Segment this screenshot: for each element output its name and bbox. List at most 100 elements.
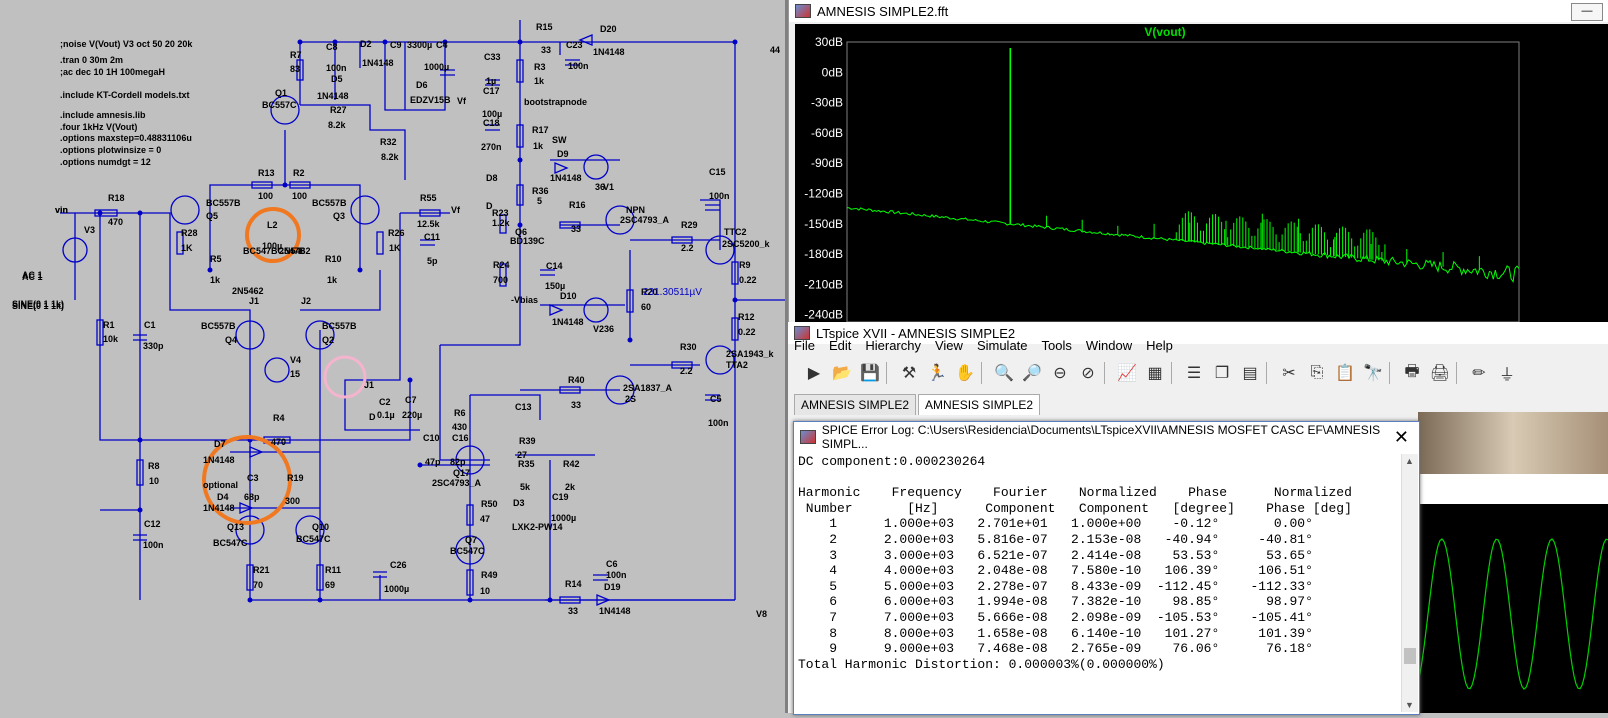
component-label[interactable]: 36	[595, 182, 605, 192]
component-label[interactable]: 2SC4793_A	[432, 478, 482, 488]
minimize-button[interactable]: —	[1571, 3, 1603, 21]
component-label[interactable]: R55	[420, 193, 437, 203]
component-label[interactable]: 83	[290, 64, 300, 74]
zoom-cancel-icon[interactable]: ⊘	[1081, 365, 1095, 382]
component-label[interactable]: D	[486, 201, 493, 211]
component-label[interactable]: 2.2	[680, 366, 693, 376]
spice-directive[interactable]: ;ac dec 10 1H 100megaH	[60, 67, 165, 77]
component-label[interactable]: R12	[738, 312, 755, 322]
zoom-in-icon[interactable]: 🔍	[994, 365, 1014, 382]
component-label[interactable]: AC 1	[22, 270, 43, 280]
component-label[interactable]: Q4	[225, 335, 237, 345]
component-label[interactable]: R18	[108, 193, 125, 203]
menu-edit[interactable]: Edit	[828, 338, 852, 353]
component-label[interactable]: 1N4148	[593, 47, 625, 57]
component-label[interactable]: 1.2k	[492, 218, 511, 228]
component-label[interactable]: Vf	[451, 205, 461, 215]
component-label[interactable]: 5	[537, 196, 542, 206]
component-label[interactable]: D9	[557, 149, 569, 159]
component-label[interactable]: R40	[568, 375, 585, 385]
component-label[interactable]: Q5	[206, 211, 218, 221]
component-label[interactable]: J1	[364, 380, 374, 390]
component-label[interactable]: BC547BC547B	[243, 246, 306, 256]
component-label[interactable]: R10	[325, 254, 342, 264]
component-label[interactable]: 100µ	[482, 109, 502, 119]
component-label[interactable]: 10	[149, 476, 159, 486]
component-label[interactable]: D10	[560, 291, 577, 301]
component-label[interactable]: C3	[247, 473, 259, 483]
spice-directive[interactable]: .options maxstep=0.48831106u	[60, 133, 192, 143]
component-label[interactable]: Q1	[275, 88, 287, 98]
component-label[interactable]: R39	[519, 436, 536, 446]
menu-window[interactable]: Window	[1085, 338, 1133, 353]
component-label[interactable]: R15	[536, 22, 553, 32]
run-figure-icon[interactable]: 🏃	[927, 365, 947, 382]
tile-horizontal-icon[interactable]: ☰	[1186, 365, 1202, 382]
component-label[interactable]: EDZV15B	[410, 95, 451, 105]
component-label[interactable]: 1N4148	[203, 455, 235, 465]
component-label[interactable]: D6	[416, 80, 428, 90]
component-label[interactable]: R21	[253, 565, 270, 575]
component-label[interactable]: 3300µ	[407, 40, 432, 50]
component-label[interactable]: C5	[710, 394, 722, 404]
menu-file[interactable]: File	[794, 338, 815, 353]
component-label[interactable]: R19	[287, 473, 304, 483]
component-label[interactable]: R42	[563, 459, 580, 469]
component-label[interactable]: BD139C	[510, 236, 545, 246]
close-icon[interactable]: ✕	[1393, 427, 1409, 447]
component-label[interactable]: 33	[571, 224, 581, 234]
component-label[interactable]: LXK2-PW14	[512, 522, 563, 532]
component-label[interactable]: BC547C	[450, 546, 485, 556]
component-label[interactable]: R1	[103, 320, 115, 330]
pane-divider[interactable]	[785, 0, 788, 713]
component-label[interactable]: SINE(0 1 1k)	[12, 299, 64, 309]
component-label[interactable]: SW	[552, 135, 567, 145]
component-label[interactable]: 33	[571, 400, 581, 410]
scroll-down-icon[interactable]: ▼	[1405, 700, 1414, 710]
component-label[interactable]: D5	[331, 74, 343, 84]
component-label[interactable]: BC557B	[312, 198, 347, 208]
component-label[interactable]: V1	[603, 182, 614, 192]
component-label[interactable]: 36	[604, 324, 614, 334]
component-label[interactable]: V4	[290, 355, 301, 365]
component-label[interactable]: C16	[452, 433, 469, 443]
component-label[interactable]: 33	[568, 606, 578, 616]
component-label[interactable]: TTA2	[726, 360, 748, 370]
component-label[interactable]: R7	[290, 50, 302, 60]
spice-directive[interactable]: .include amnesis.lib	[60, 110, 146, 120]
component-label[interactable]: R16	[569, 200, 586, 210]
component-label[interactable]: C6	[606, 559, 618, 569]
component-label[interactable]: 100n	[708, 418, 729, 428]
component-label[interactable]: 2k	[565, 482, 576, 492]
fft-titlebar[interactable]: AMNESIS SIMPLE2.fft	[789, 0, 1608, 22]
pencil-icon[interactable]: ✏	[1472, 365, 1486, 382]
component-label[interactable]: 1K	[181, 243, 193, 253]
component-label[interactable]: 100n	[143, 540, 164, 550]
component-label[interactable]: 12.5k	[417, 219, 441, 229]
print-preview-icon[interactable]: 🖨	[1429, 365, 1451, 382]
component-label[interactable]: R6	[454, 408, 466, 418]
component-label[interactable]: 0.1µ	[377, 410, 395, 420]
component-label[interactable]: R23	[492, 208, 509, 218]
component-label[interactable]: Vf	[457, 96, 467, 106]
component-label[interactable]: R13	[258, 168, 275, 178]
component-label[interactable]: C11	[424, 232, 440, 242]
ground-icon[interactable]: ⏚	[1498, 367, 1515, 384]
component-label[interactable]: 100n	[709, 191, 730, 201]
component-label[interactable]: 100n	[606, 570, 627, 580]
component-label[interactable]: 1k	[534, 76, 545, 86]
component-label[interactable]: NPN	[626, 205, 645, 215]
component-label[interactable]: 100n	[568, 61, 589, 71]
component-label[interactable]: C1	[144, 320, 156, 330]
component-label[interactable]: J2	[301, 296, 311, 306]
component-label[interactable]: D	[369, 412, 376, 422]
component-label[interactable]: 2SA1943_k	[726, 349, 775, 359]
component-label[interactable]: D2	[360, 39, 372, 49]
component-label[interactable]: BC557B	[201, 321, 236, 331]
component-label[interactable]: 33	[541, 45, 551, 55]
component-label[interactable]: D19	[604, 582, 621, 592]
component-label[interactable]: C15	[709, 167, 726, 177]
trace-label[interactable]: V(vout)	[1144, 25, 1185, 39]
component-label[interactable]: D4	[217, 492, 229, 502]
component-label[interactable]: 27	[517, 450, 527, 460]
